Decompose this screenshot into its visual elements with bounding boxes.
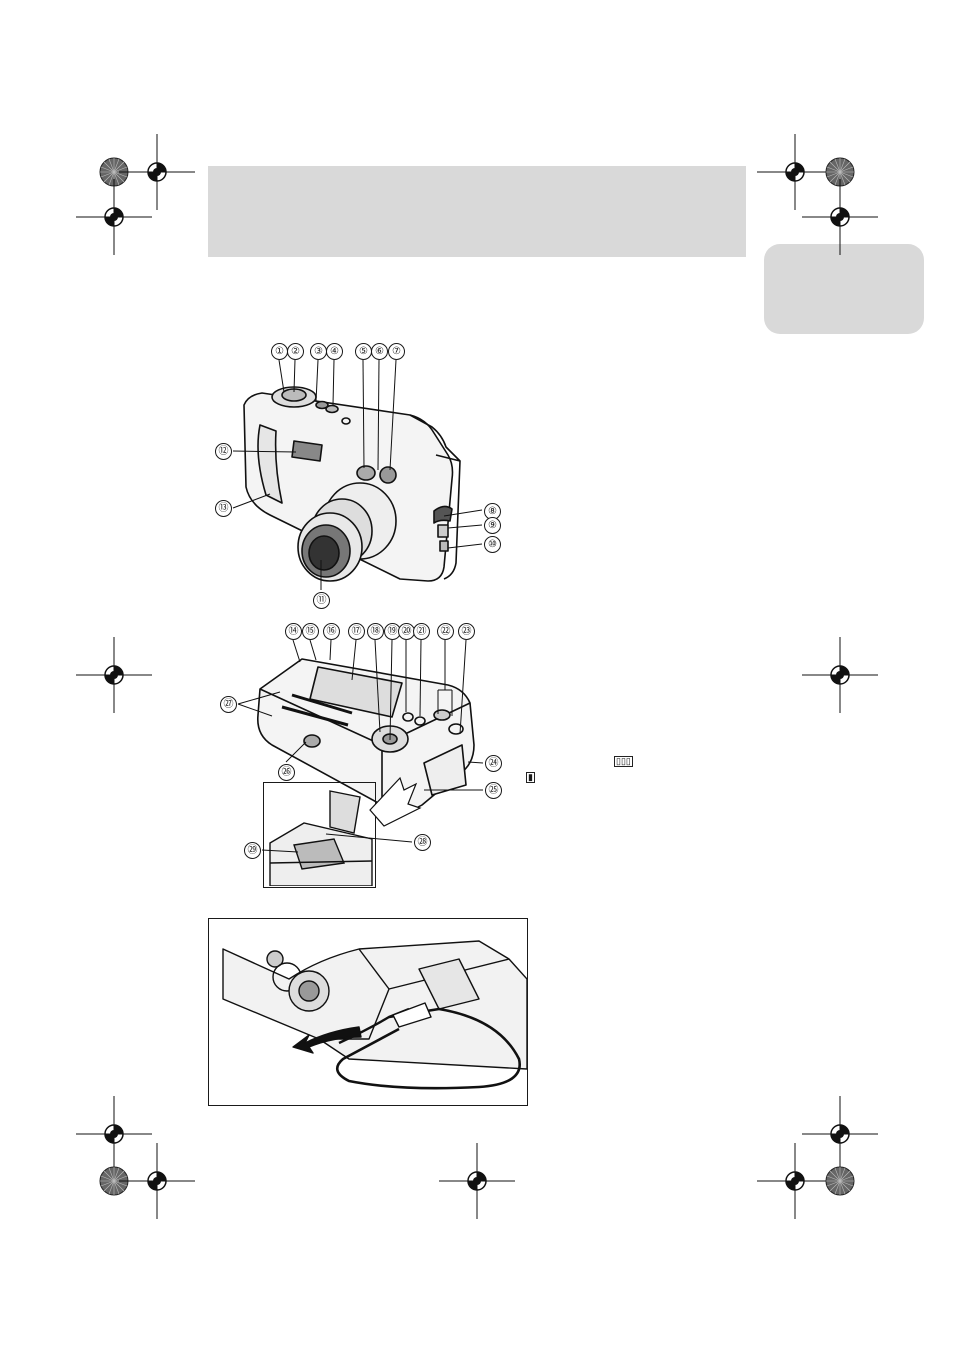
callout-11: ⑪	[313, 592, 330, 609]
callout-28: ㉘	[414, 834, 431, 851]
callout-7: ⑦	[388, 343, 405, 360]
callout-14: ⑭	[285, 623, 302, 640]
callout-21: ㉑	[413, 623, 430, 640]
zoom-tele-icon: ▮	[526, 772, 535, 783]
camera-front-illustration	[230, 375, 470, 595]
callout-2: ②	[287, 343, 304, 360]
callout-5: ⑤	[355, 343, 372, 360]
callout-27: ㉗	[220, 696, 237, 713]
callout-16: ⑯	[323, 623, 340, 640]
callout-10: ⑩	[484, 536, 501, 553]
callout-12: ⑫	[215, 443, 232, 460]
callout-4: ④	[326, 343, 343, 360]
callout-23: ㉓	[458, 623, 475, 640]
callout-25: ㉕	[485, 782, 502, 799]
callout-15: ⑮	[302, 623, 319, 640]
callout-3: ③	[310, 343, 327, 360]
strap-attachment-figure	[208, 918, 528, 1106]
callout-24: ㉔	[485, 755, 502, 772]
callout-18: ⑱	[367, 623, 384, 640]
callout-6: ⑥	[371, 343, 388, 360]
header-band	[208, 166, 746, 257]
zoom-wide-icon: ▯▯▯	[614, 756, 633, 767]
callout-26: ㉖	[278, 764, 295, 781]
callout-9: ⑨	[484, 517, 501, 534]
callout-22: ㉒	[437, 623, 454, 640]
callout-29: ㉙	[244, 842, 261, 859]
callout-17: ⑰	[348, 623, 365, 640]
callout-13: ⑬	[215, 500, 232, 517]
section-tab	[764, 244, 924, 334]
callout-1: ①	[271, 343, 288, 360]
inset-arrow	[360, 770, 430, 830]
